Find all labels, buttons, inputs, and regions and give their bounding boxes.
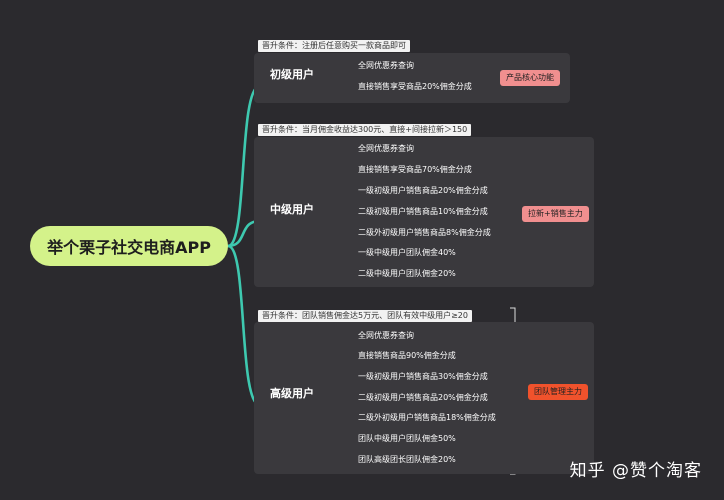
benefit-item[interactable]: 二级外初级用户销售商品18%佣金分成 (358, 413, 496, 422)
benefit-item[interactable]: 全网优惠券查询 (358, 331, 414, 340)
benefit-item[interactable]: 全网优惠券查询 (358, 144, 414, 153)
benefit-item[interactable]: 二级中级用户团队佣金20% (358, 269, 456, 278)
condition-label-junior: 晋升条件：注册后任意购买一款商品即可 (258, 40, 410, 52)
benefit-item[interactable]: 团队高级团长团队佣金20% (358, 455, 456, 464)
role-tag-senior[interactable]: 团队管理主力 (528, 384, 588, 400)
benefit-item[interactable]: 二级初级用户销售商品20%佣金分成 (358, 393, 488, 402)
connector-root-senior (226, 244, 262, 407)
benefit-item[interactable]: 直接销售商品90%佣金分成 (358, 351, 456, 360)
benefit-item[interactable]: 一级初级用户销售商品20%佣金分成 (358, 186, 488, 195)
benefit-item[interactable]: 团队中级用户团队佣金50% (358, 434, 456, 443)
benefit-item[interactable]: 全网优惠券查询 (358, 61, 414, 70)
watermark: 知乎 @赞个淘客 (569, 461, 702, 481)
benefit-item[interactable]: 直接销售享受商品20%佣金分成 (358, 82, 472, 91)
condition-label-senior: 晋升条件：团队销售佣金达5万元、团队有效中级用户≥20 (258, 310, 472, 322)
level-node-junior[interactable]: 初级用户 (270, 68, 314, 81)
condition-label-intermediate: 晋升条件：当月佣金收益达300元、直接+间接拉新＞150 (258, 124, 472, 136)
connector-root-junior (226, 84, 262, 248)
benefit-item[interactable]: 一级初级用户销售商品30%佣金分成 (358, 372, 488, 381)
benefit-item[interactable]: 二级外初级用户销售商品8%佣金分成 (358, 228, 491, 237)
level-node-senior[interactable]: 高级用户 (270, 387, 314, 400)
role-tag-junior[interactable]: 产品核心功能 (500, 70, 560, 86)
benefit-item[interactable]: 直接销售享受商品70%佣金分成 (358, 165, 472, 174)
level-node-intermediate[interactable]: 中级用户 (270, 203, 314, 216)
benefit-item[interactable]: 一级中级用户团队佣金40% (358, 248, 456, 257)
benefit-item[interactable]: 二级初级用户销售商品10%佣金分成 (358, 207, 488, 216)
root-node[interactable]: 举个栗子社交电商APP (30, 226, 228, 266)
role-tag-intermediate[interactable]: 拉新+销售主力 (522, 206, 589, 222)
